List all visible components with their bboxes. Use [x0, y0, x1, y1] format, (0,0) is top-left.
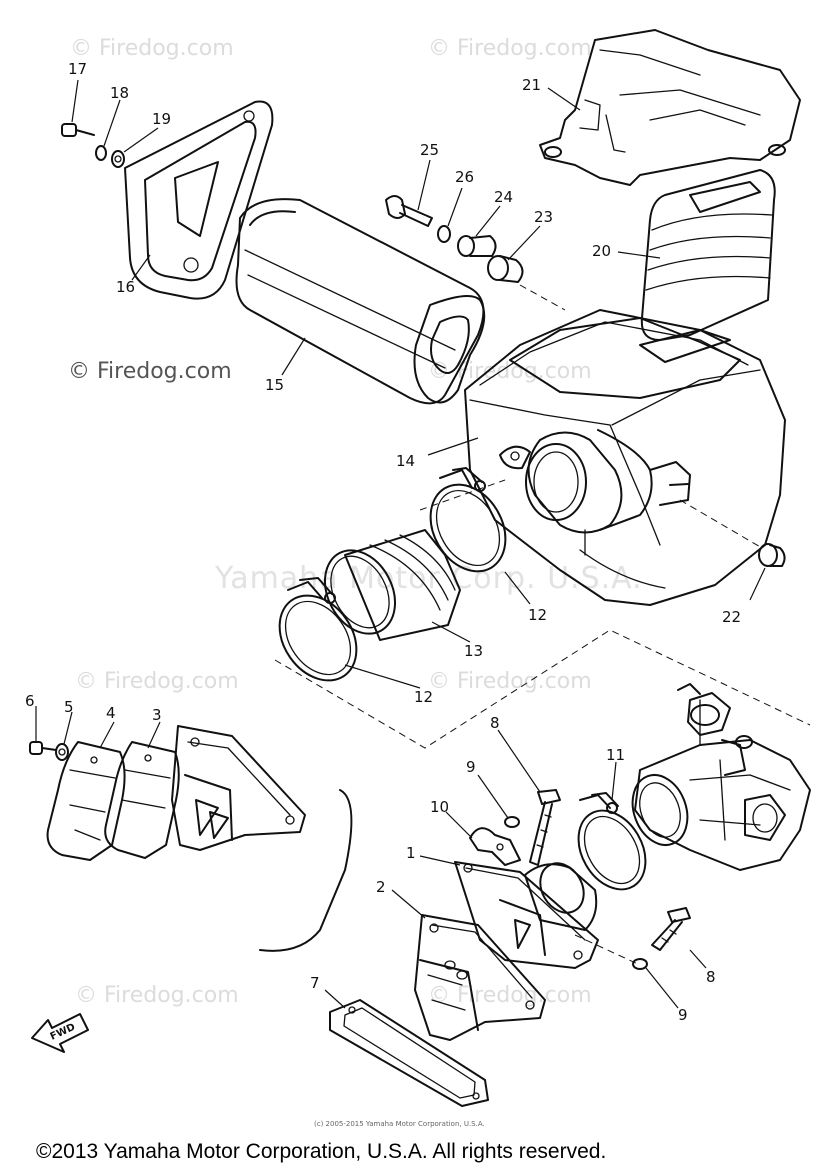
collar-24 [457, 235, 497, 257]
watermark-firedog: © Firedog.com [428, 36, 592, 61]
assembly-dash-lines [274, 284, 811, 966]
hose-clamp-11 [577, 792, 647, 891]
callout-20: 20 [592, 242, 611, 260]
carburetor [631, 683, 811, 871]
callout-11: 11 [606, 746, 625, 764]
callout-18: 18 [110, 84, 129, 102]
callout-13: 13 [464, 642, 483, 660]
callout-12-lower: 12 [414, 688, 433, 706]
grommet-22 [758, 543, 786, 567]
fwd-label: FWD [49, 1022, 77, 1043]
hose-clamp-12-upper [429, 467, 507, 573]
bolt-17 [61, 123, 95, 137]
air-filter-15 [235, 198, 486, 405]
watermark-firedog: © Firedog.com [75, 669, 239, 694]
bolt-25 [385, 195, 433, 227]
washer-26 [437, 225, 451, 243]
bracket-line [259, 789, 353, 952]
air-joint-13 [323, 529, 461, 641]
copyright-notice: ©2013 Yamaha Motor Corporation, U.S.A. A… [36, 1140, 606, 1163]
callout-7: 7 [310, 974, 320, 992]
callout-6: 6 [25, 692, 35, 710]
washer-18 [95, 145, 107, 161]
callout-16: 16 [116, 278, 135, 296]
callout-9-upper: 9 [466, 758, 476, 776]
washer-19 [111, 150, 125, 168]
callout-8-lower: 8 [706, 968, 716, 986]
callout-15: 15 [265, 376, 284, 394]
intake-manifold-1 [454, 861, 599, 969]
watermark-firedog-dark: © Firedog.com [68, 359, 232, 384]
callout-2: 2 [376, 878, 386, 896]
callout-3: 3 [152, 706, 162, 724]
callout-8-upper: 8 [490, 714, 500, 732]
callout-5: 5 [64, 698, 74, 716]
washer-9-lower [632, 958, 648, 970]
cover-plate-16 [124, 100, 274, 300]
reed-stopper-4 [46, 741, 126, 861]
leader-lines [35, 79, 766, 1009]
watermark-firedog: © Firedog.com [428, 983, 592, 1008]
callout-24: 24 [494, 188, 513, 206]
grommet-23 [487, 255, 524, 283]
watermark-firedog: © Firedog.com [70, 36, 234, 61]
callout-26: 26 [455, 168, 474, 186]
washer-9-upper [504, 816, 520, 828]
clamp-10 [469, 827, 521, 866]
watermark-firedog: © Firedog.com [428, 359, 592, 384]
callout-4: 4 [106, 704, 116, 722]
callout-10: 10 [430, 798, 449, 816]
callout-12-upper: 12 [528, 606, 547, 624]
intake-duct-20 [639, 169, 776, 363]
bolt-8-lower [651, 907, 691, 951]
gasket-7 [329, 999, 489, 1107]
callout-14: 14 [396, 452, 415, 470]
forward-direction-arrow: FWD [31, 1013, 89, 1053]
bolt-8-upper [529, 789, 561, 866]
callout-labels: 17 18 19 16 15 25 26 24 23 21 20 14 22 1… [25, 60, 741, 1024]
watermark-yamaha: Yamaha Motor Corp. U.S.A. [214, 561, 643, 596]
small-copyright: (c) 2005-2015 Yamaha Motor Corporation, … [314, 1120, 485, 1128]
callout-17: 17 [68, 60, 87, 78]
watermark-layer: © Firedog.com © Firedog.com © Firedog.co… [68, 36, 643, 1008]
callout-21: 21 [522, 76, 541, 94]
callout-19: 19 [152, 110, 171, 128]
washer-5 [55, 743, 69, 761]
callout-22: 22 [722, 608, 741, 626]
callout-1: 1 [406, 844, 416, 862]
air-box-cover-21 [539, 29, 801, 186]
callout-9-lower: 9 [678, 1006, 688, 1024]
watermark-firedog: © Firedog.com [75, 983, 239, 1008]
callout-25: 25 [420, 141, 439, 159]
hose-clamp-12-lower [278, 577, 358, 682]
reed-valve-body [171, 725, 306, 851]
watermark-firedog: © Firedog.com [428, 669, 592, 694]
reed-valve-assembly-2 [414, 914, 546, 1041]
bolt-6 [29, 741, 57, 755]
reed-valve-3 [104, 741, 180, 859]
callout-23: 23 [534, 208, 553, 226]
